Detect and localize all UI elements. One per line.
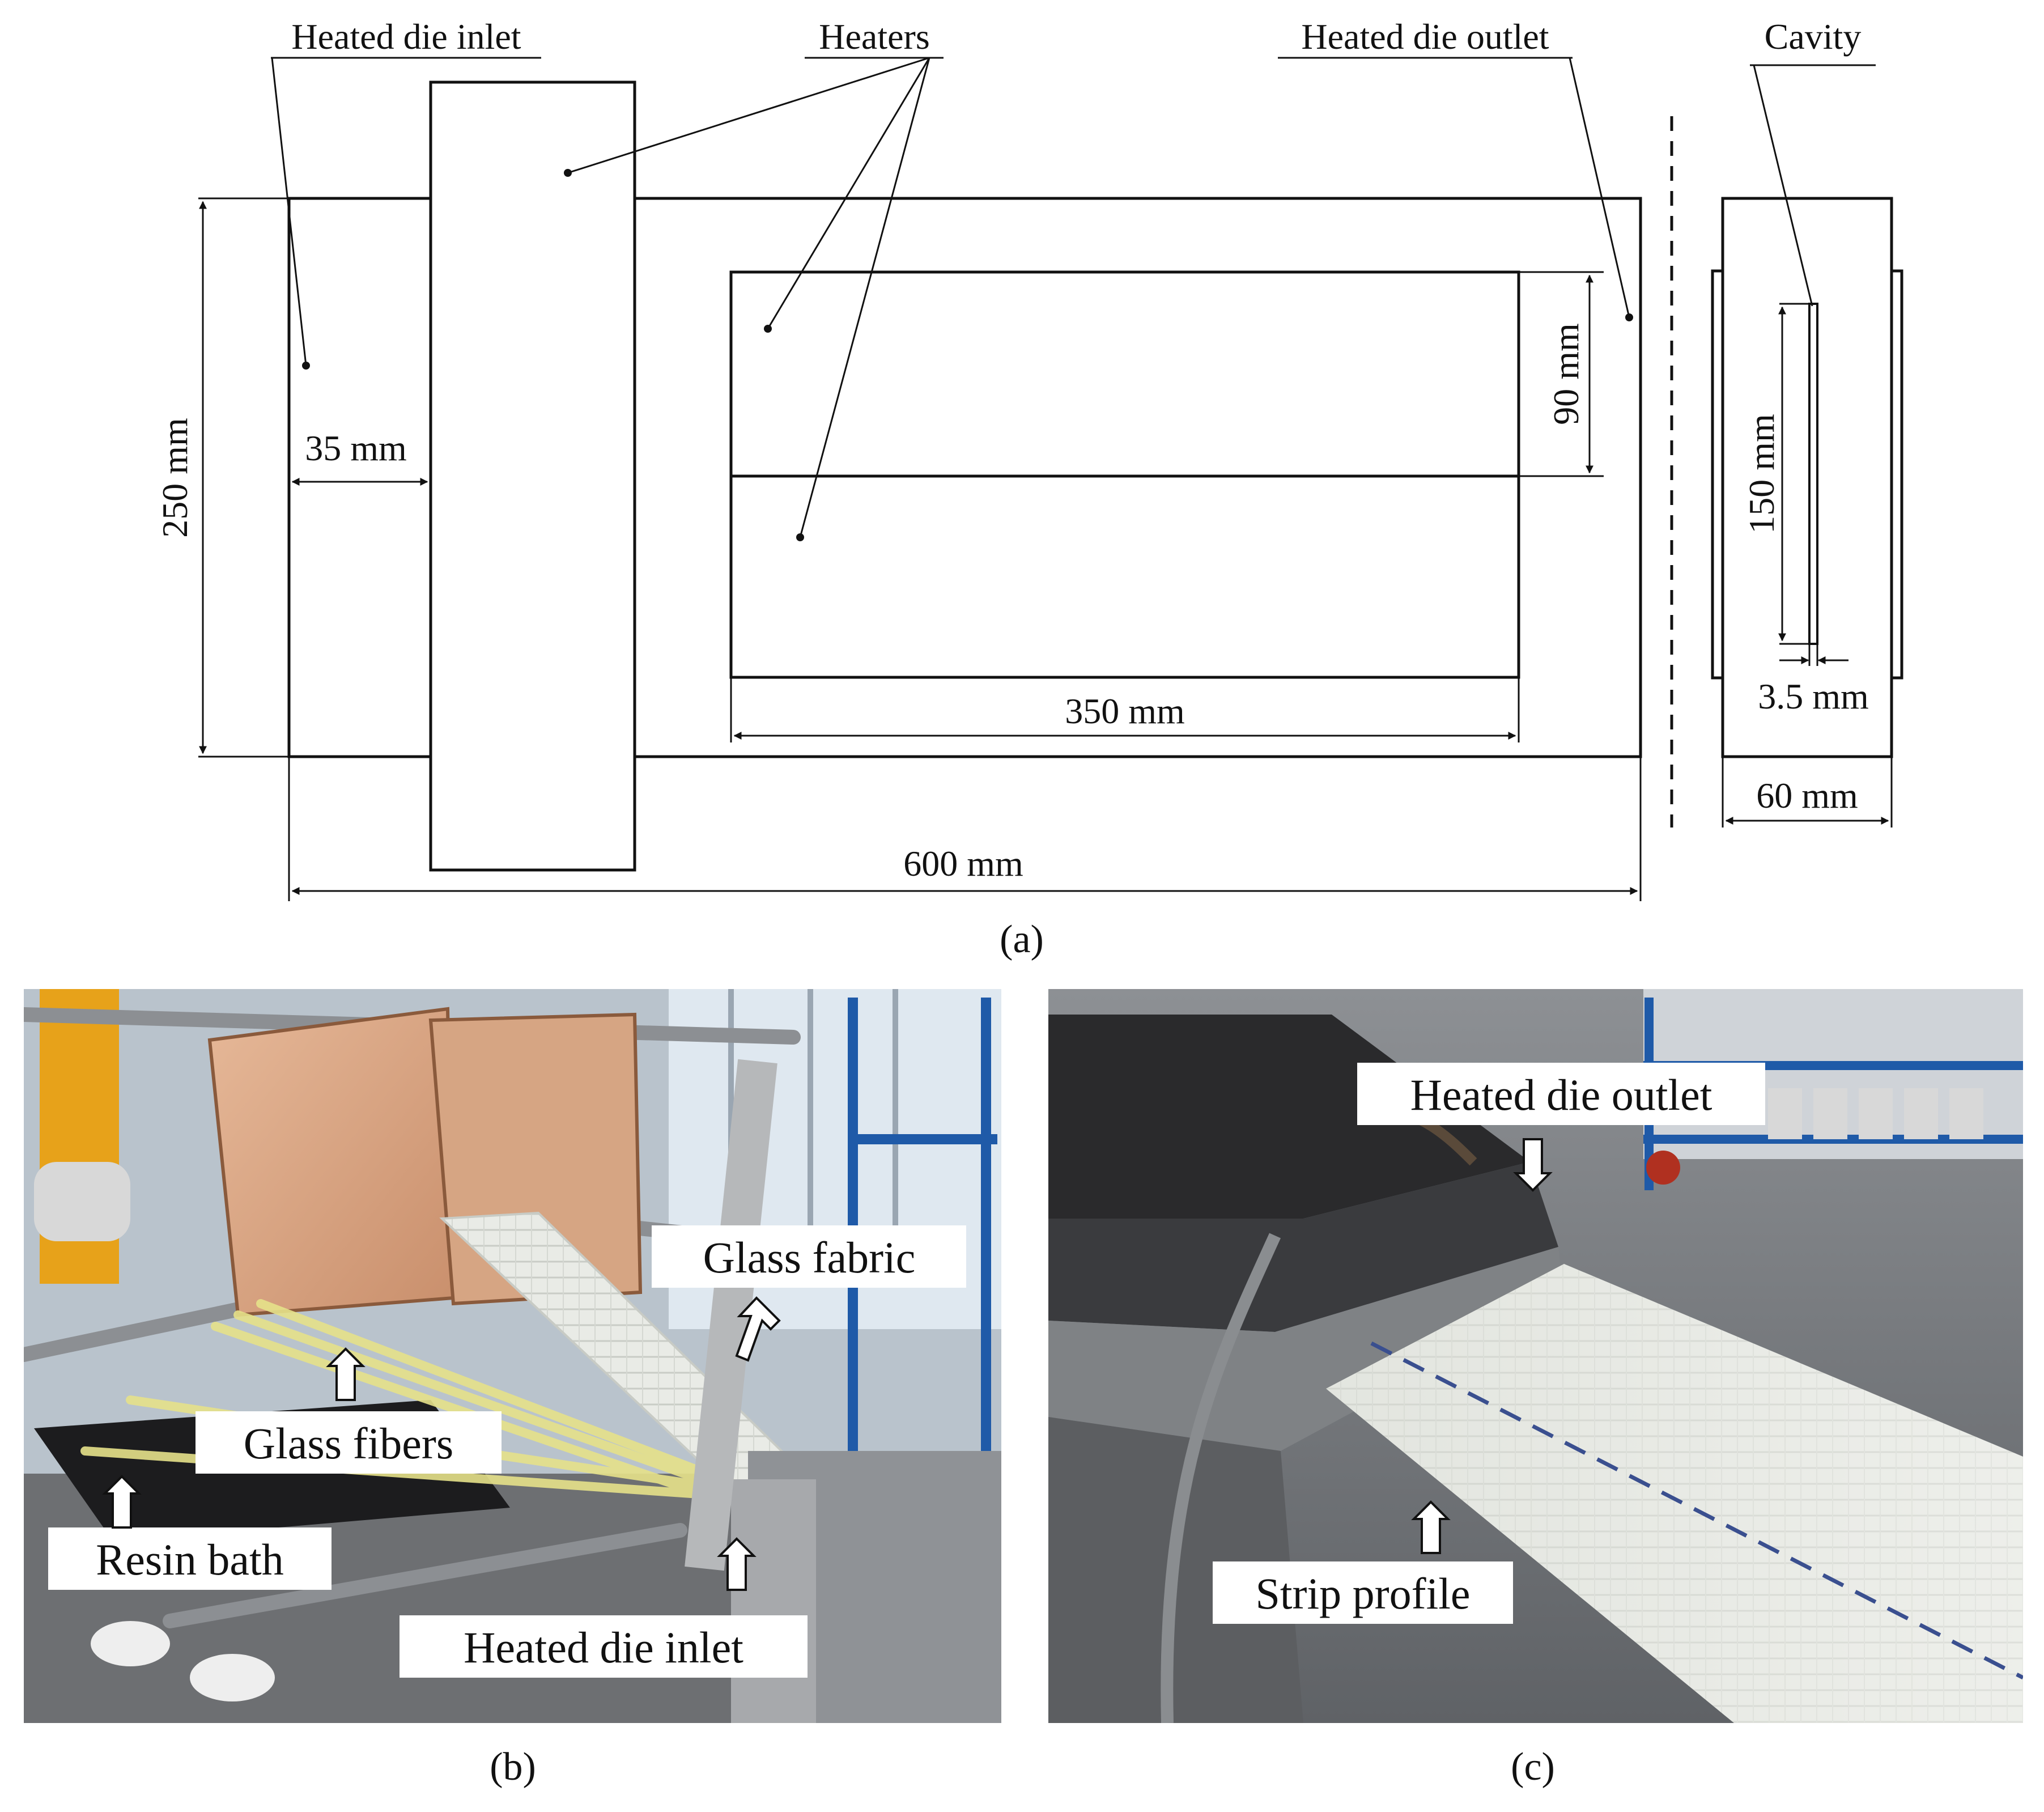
dim-total-length-text: 600 mm (903, 843, 1023, 884)
label-resin-bath: Resin bath (96, 1535, 283, 1584)
caption-a: (a) (1000, 918, 1044, 961)
leader-heater-3 (799, 57, 930, 538)
caption-b: (b) (490, 1745, 536, 1789)
label-glass-fabric: Glass fabric (703, 1233, 916, 1282)
heater-plate-top (729, 270, 1520, 478)
cross-section-heater-right (1890, 269, 1903, 680)
photo-c (1048, 989, 2023, 1723)
label-die-outlet: Heated die outlet (1301, 16, 1549, 57)
label-heaters: Heaters (819, 16, 929, 57)
arrow-die-inlet (717, 1537, 757, 1591)
label-die-inlet-photo: Heated die inlet (464, 1623, 743, 1672)
cavity-slot (1808, 303, 1818, 645)
dim-cavity-thickness-text: 3.5 mm (1758, 676, 1869, 716)
dim-die-width-text: 60 mm (1756, 775, 1858, 816)
heater-plate-bottom (729, 474, 1520, 679)
leader-dots (302, 169, 1633, 541)
arrow-strip-profile (1411, 1500, 1451, 1554)
arrow-die-outlet (1513, 1138, 1553, 1192)
panel-a-drawing (198, 57, 1903, 901)
leader-outlet (1569, 57, 1630, 318)
caption-c: (c) (1511, 1745, 1555, 1789)
dim-inlet-text: 35 mm (305, 428, 407, 468)
arrow-glass-fibers (326, 1347, 366, 1401)
die-body (287, 197, 1642, 758)
dim-heater-length-text: 350 mm (1065, 691, 1185, 731)
stitch-line (1370, 1341, 2023, 1680)
leader-heater-2 (767, 57, 930, 329)
cross-section-heater-left (1711, 269, 1724, 680)
photo-b (24, 989, 1001, 1723)
leader-cavity (1753, 65, 1813, 307)
leader-heater-1 (567, 57, 930, 174)
dim-height-text: 250 mm (155, 418, 195, 538)
label-die-inlet: Heated die inlet (291, 16, 521, 57)
arrow-resin-bath (102, 1475, 142, 1529)
dim-heater-height-text: 90 mm (1546, 323, 1586, 425)
label-cavity: Cavity (1765, 16, 1862, 57)
inlet-heater-block (429, 80, 636, 872)
leader-inlet (271, 57, 307, 366)
label-die-outlet-photo: Heated die outlet (1410, 1070, 1712, 1119)
arrow-glass-fabric (735, 1296, 781, 1362)
dim-cavity-length-text: 150 mm (1741, 414, 1782, 534)
label-glass-fibers: Glass fibers (244, 1419, 453, 1468)
label-strip-profile: Strip profile (1255, 1569, 1470, 1618)
